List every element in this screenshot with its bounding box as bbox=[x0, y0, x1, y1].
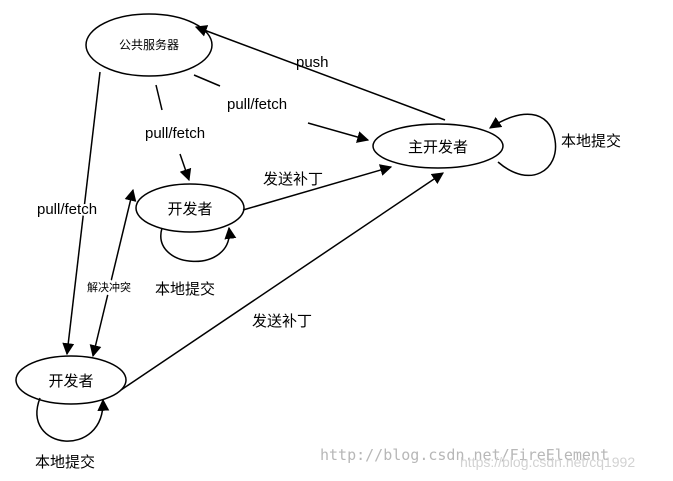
server-label: 公共服务器 bbox=[119, 37, 179, 52]
edge-send-patch-dev2-label: 发送补丁 bbox=[252, 312, 312, 330]
developer-2-label: 开发者 bbox=[48, 372, 93, 390]
main-developer-node bbox=[372, 123, 504, 169]
edge-resolve-conflict bbox=[89, 188, 137, 358]
edge-pull-fetch-main-label: pull/fetch bbox=[227, 96, 287, 113]
edge-push-label: push bbox=[296, 54, 329, 71]
self-loop-main-developer-label: 本地提交 bbox=[561, 132, 621, 150]
server-node bbox=[85, 13, 213, 77]
edge-pull-fetch-dev2 bbox=[62, 71, 101, 356]
watermark-url-2: https://blog.csdn.net/cq1992 bbox=[460, 454, 635, 470]
edge-pull-fetch-dev1-b bbox=[179, 153, 192, 182]
self-loop-developer-1-label: 本地提交 bbox=[155, 280, 215, 298]
edge-pull-fetch-main-b bbox=[307, 122, 370, 143]
self-loop-developer-1 bbox=[160, 226, 237, 263]
edge-pull-fetch-main-a bbox=[193, 74, 221, 87]
edge-push bbox=[194, 25, 446, 121]
self-loop-main-developer bbox=[489, 113, 557, 177]
edge-pull-fetch-dev1-a bbox=[155, 84, 163, 111]
developer-1-label: 开发者 bbox=[167, 200, 212, 218]
main-developer-label: 主开发者 bbox=[408, 138, 468, 156]
edge-send-patch-dev1-label: 发送补丁 bbox=[263, 170, 323, 188]
edge-pull-fetch-dev1-label: pull/fetch bbox=[145, 125, 205, 142]
edge-send-patch-dev2 bbox=[120, 172, 444, 391]
edge-pull-fetch-dev2-label: pull/fetch bbox=[37, 201, 97, 218]
self-loop-developer-2 bbox=[36, 397, 110, 442]
edge-resolve-conflict-label: 解决冲突 bbox=[87, 280, 131, 294]
watermark-url: http://blog.csdn.net/FireElement bbox=[320, 446, 609, 464]
self-loop-developer-2-label: 本地提交 bbox=[35, 453, 95, 471]
edge-send-patch-dev1 bbox=[242, 164, 393, 211]
developer-2-node bbox=[15, 355, 127, 405]
